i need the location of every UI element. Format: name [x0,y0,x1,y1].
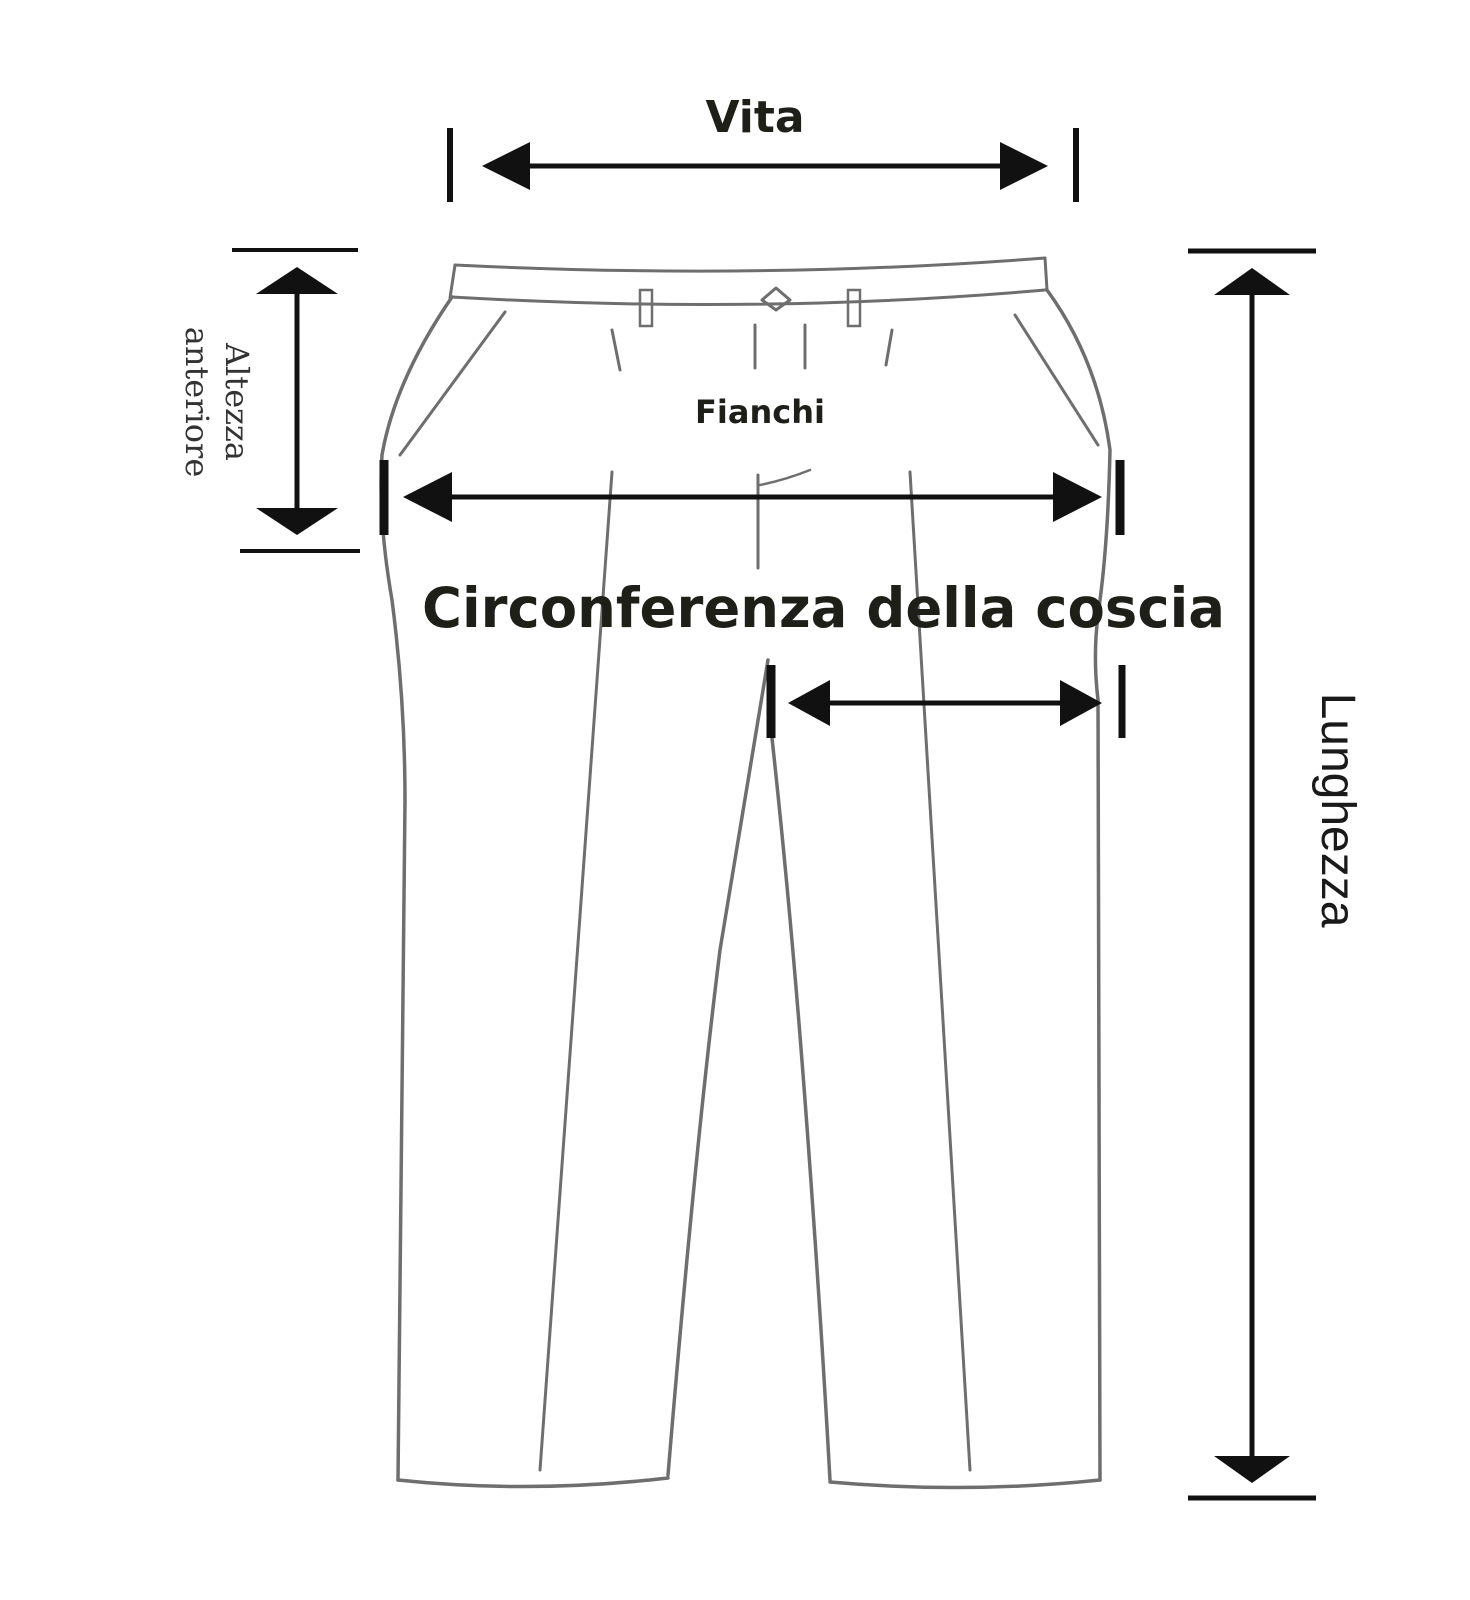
front-rise-label: Altezza anteriore [178,327,256,478]
measurement-guides [232,128,1316,1501]
right-hem [828,1478,1102,1490]
left-inner-seam [666,658,770,1477]
right-crease [908,470,972,1472]
right-outer-seam [1045,288,1112,1482]
hips-arrowhead-right [1053,472,1102,522]
left-crease [538,470,614,1472]
thigh-arrowhead-left [788,680,830,726]
thigh-arrowhead-right [1060,680,1102,726]
labels: Vita Fianchi Circonferenza della coscia … [178,92,1364,928]
left-outer-seam [379,295,454,1482]
waistband-top [453,256,1047,273]
length-arrowhead-top [1214,268,1290,295]
right-inner-seam [768,718,832,1482]
waistband-bottom [450,288,1047,307]
left-hem [396,1476,670,1489]
waistband-left-end [448,263,457,300]
front-rise-arrowhead-bottom [256,508,338,535]
front-rise-label-line1: Altezza [218,342,256,461]
belt-loop-right [846,288,862,328]
waist-label: Vita [705,92,804,143]
pleat-left [610,328,622,372]
length-measure [1188,248,1316,1501]
thigh-measure [766,665,1126,738]
waistband-button [760,286,792,312]
pleat-right [884,328,894,367]
length-arrowhead-bottom [1214,1456,1290,1483]
hips-label: Fianchi [695,393,825,431]
length-label: Lunghezza [1311,693,1364,928]
belt-loop-left [638,288,654,328]
front-rise-label-line2: anteriore [178,327,216,478]
hips-measure [379,460,1125,535]
fly-curve [758,468,812,487]
waist-arrowhead-right [1000,142,1048,190]
waist-arrowhead-left [482,142,530,190]
front-rise-arrowhead-top [256,267,338,294]
right-pocket-slant [1013,313,1100,447]
front-rise-measure [232,248,360,553]
trousers-drawing [379,256,1112,1490]
waistband-right-end [1043,256,1049,292]
left-pocket-slant [398,310,507,457]
thigh-label: Circonferenza della coscia [422,576,1225,640]
hips-arrowhead-left [403,472,452,522]
waist-measure [447,128,1079,202]
